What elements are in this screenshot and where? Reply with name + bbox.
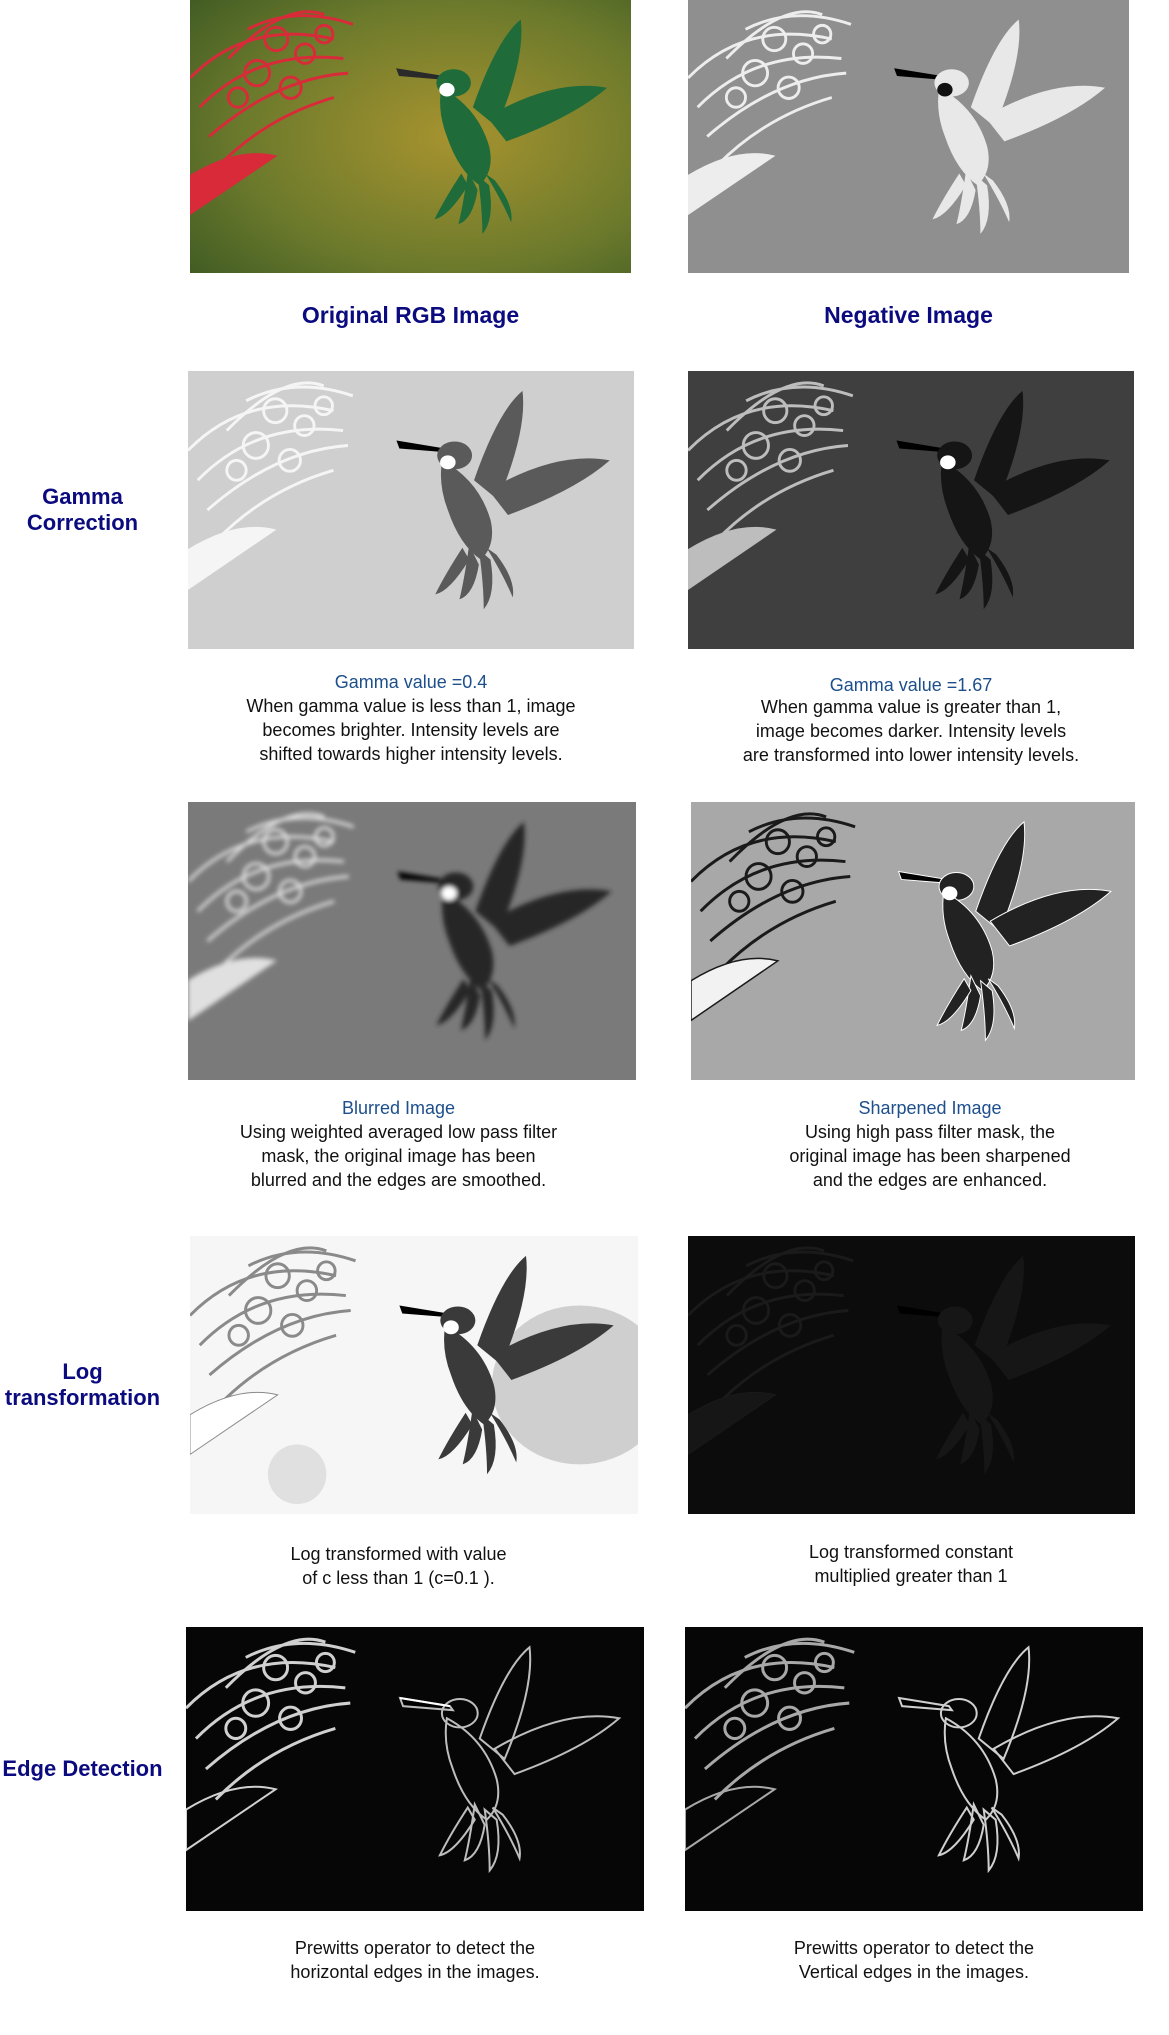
original-rgb-image [190, 0, 631, 273]
caption-log-low: Log transformed with value of c less tha… [290, 1544, 507, 1588]
caption-edge-horizontal: Prewitts operator to detect the horizont… [290, 1938, 540, 1982]
caption-gamma-high-title: Gamma value =1.67 [829, 675, 993, 695]
gamma-low-image [188, 371, 634, 649]
caption-sharpened-body: Using high pass filter mask, the origina… [789, 1122, 1071, 1190]
heading-original: Original RGB Image [301, 302, 520, 328]
row-label-gamma: Gamma Correction [26, 484, 139, 535]
gamma-high-image [688, 371, 1134, 649]
heading-negative: Negative Image [824, 302, 993, 328]
caption-gamma-low-body: When gamma value is less than 1, image b… [246, 696, 576, 764]
caption-sharpened-title: Sharpened Image [858, 1098, 1002, 1118]
caption-log-high: Log transformed constant multiplied grea… [808, 1542, 1014, 1586]
sharpened-image [691, 802, 1135, 1080]
caption-gamma-low-title: Gamma value =0.4 [334, 672, 488, 692]
negative-image [688, 0, 1129, 273]
caption-blurred-title: Blurred Image [341, 1098, 456, 1118]
caption-blurred-body: Using weighted averaged low pass filter … [239, 1122, 558, 1190]
log-high-image [688, 1236, 1135, 1514]
row-label-log: Log transformation [4, 1359, 161, 1410]
log-low-image [190, 1236, 638, 1514]
horizontal-edges-image [186, 1627, 644, 1911]
caption-gamma-high-body: When gamma value is greater than 1, imag… [742, 697, 1080, 765]
row-label-edge: Edge Detection [2, 1756, 163, 1781]
blurred-image [188, 802, 636, 1080]
caption-edge-vertical: Prewitts operator to detect the Vertical… [793, 1938, 1035, 1982]
vertical-edges-image [685, 1627, 1143, 1911]
